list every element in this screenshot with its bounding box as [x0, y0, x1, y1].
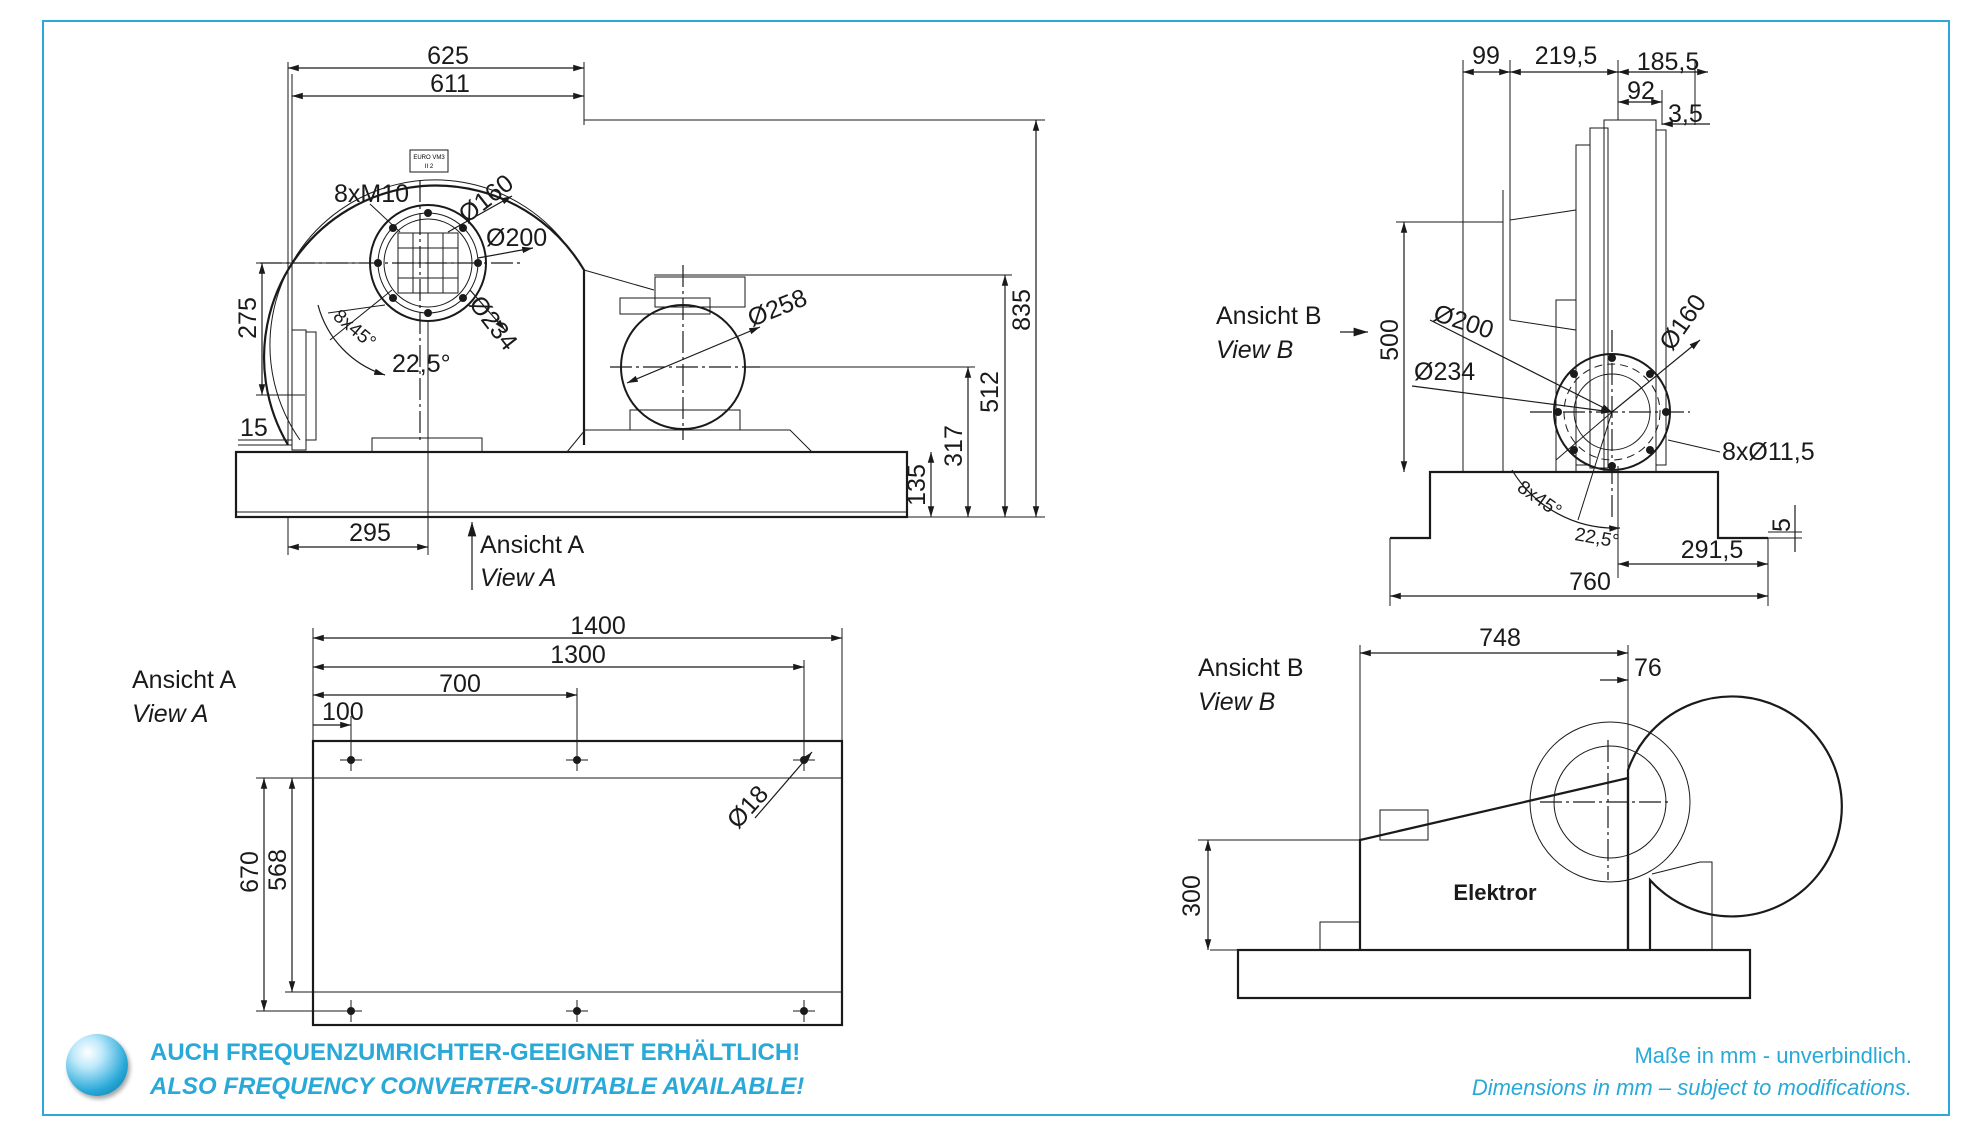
dim-568: 568 [264, 849, 292, 891]
dim-670: 670 [236, 851, 264, 893]
angle-label: 22,5° [392, 350, 451, 378]
dim-15: 15 [240, 414, 268, 442]
dim-76: 76 [1634, 654, 1662, 682]
dim-185: 185,5 [1637, 48, 1700, 76]
dim-625: 625 [427, 42, 469, 70]
dim-700: 700 [439, 670, 481, 698]
dim-317: 317 [940, 425, 968, 467]
dim-291: 291,5 [1681, 536, 1744, 564]
d234-label: Ø234 [463, 290, 523, 356]
dim-300: 300 [1178, 875, 1206, 917]
dim-748: 748 [1479, 624, 1521, 652]
d160-label: Ø160 [453, 169, 518, 229]
view-b-title-en: View B [1198, 688, 1275, 716]
frequency-converter-note: AUCH FREQUENZUMRICHTER-GEEIGNET ERHÄLTLI… [150, 1036, 804, 1104]
angle-count-label: 8x45° [329, 306, 380, 353]
b-d160-label: Ø160 [1654, 289, 1712, 355]
view-b-arrow-en: View B [1216, 336, 1293, 364]
dim-295: 295 [349, 519, 391, 547]
dim-3-5: 3,5 [1668, 100, 1703, 128]
dim-1300: 1300 [550, 641, 606, 669]
view-b-title-de: Ansicht B [1198, 654, 1304, 682]
note-de: AUCH FREQUENZUMRICHTER-GEEIGNET ERHÄLTLI… [150, 1039, 801, 1066]
view-a-arrow-de: Ansicht A [480, 531, 585, 559]
front-view-b: Ø200 Ø234 Ø160 8xØ11,5 8x45° 22,5° 99 21… [1216, 42, 1815, 606]
d200-label: Ø200 [486, 224, 547, 252]
view-b-arrow-de: Ansicht B [1216, 302, 1322, 330]
dim-100: 100 [322, 698, 364, 726]
side-view-b-lower: Ansicht B View B Elektror 748 76 300 [1178, 624, 1843, 1000]
b-d234-label: Ø234 [1414, 358, 1475, 386]
dim-99: 99 [1472, 42, 1500, 70]
dim-512: 512 [976, 371, 1004, 413]
dim-1400: 1400 [570, 612, 626, 640]
view-a-title-de: Ansicht A [132, 666, 237, 694]
view-a-arrow-en: View A [480, 564, 556, 592]
dim-760: 760 [1569, 568, 1611, 596]
d258-label: Ø258 [744, 284, 811, 333]
blue-sphere-icon [66, 1034, 128, 1096]
dimensions-note: Maße in mm - unverbindlich. Dimensions i… [1472, 1040, 1912, 1104]
b-d200-label: Ø200 [1430, 299, 1497, 345]
dim-5: 5 [1768, 518, 1796, 532]
dim-219: 219,5 [1535, 42, 1598, 70]
dim-92: 92 [1627, 77, 1655, 105]
dim-500: 500 [1376, 319, 1404, 361]
dim-note-de: Maße in mm - unverbindlich. [1634, 1043, 1912, 1068]
nameplate-text: EURO VM3 [413, 155, 445, 161]
dim-135: 135 [903, 464, 931, 506]
bolts-label: 8xM10 [334, 180, 409, 208]
dim-275: 275 [234, 297, 262, 339]
hole-diameter: Ø18 [722, 780, 774, 834]
note-en: ALSO FREQUENCY CONVERTER-SUITABLE AVAILA… [150, 1073, 805, 1100]
b-angle-count: 8x45° [1513, 477, 1565, 522]
side-view-a: EURO VM3 II 2 Ø258 8xM10 Ø160 Ø200 Ø234 … [234, 42, 1045, 592]
dim-note-en: Dimensions in mm – subject to modificati… [1471, 1075, 1912, 1100]
dim-611: 611 [430, 70, 470, 98]
brand-label: Elektror [1453, 880, 1537, 905]
dim-835: 835 [1008, 289, 1036, 331]
svg-text:II 2: II 2 [425, 164, 434, 170]
base-plate-view-a: Ansicht A View A 1400 1300 700 100 [132, 612, 844, 1027]
view-a-title-en: View A [132, 700, 208, 728]
drawing-frame [42, 20, 1950, 1116]
holes-label: 8xØ11,5 [1722, 438, 1815, 466]
